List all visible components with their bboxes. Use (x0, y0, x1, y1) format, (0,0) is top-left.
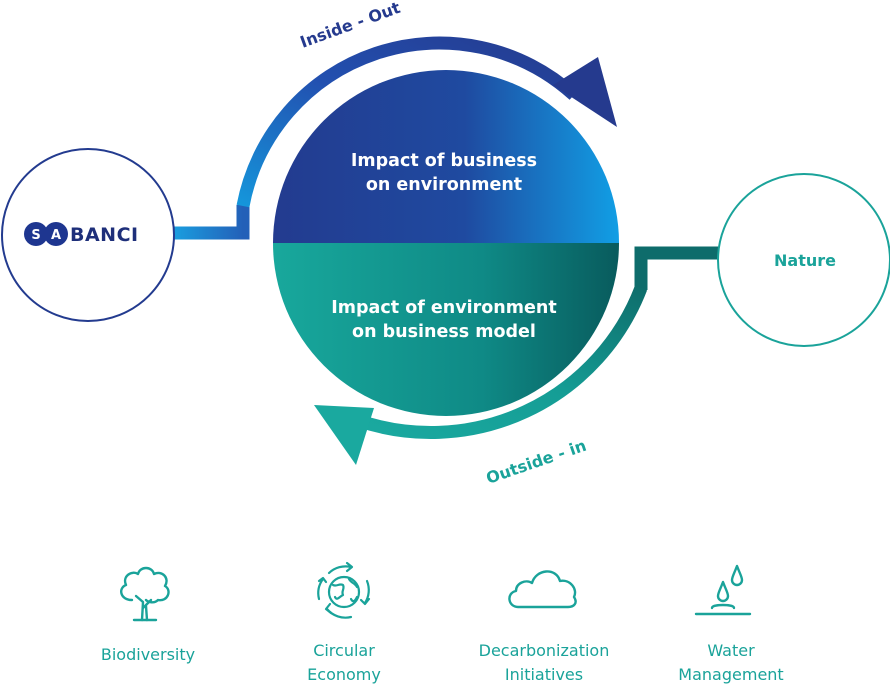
focus-decarbonization: Decarbonization Initiatives (459, 639, 629, 687)
inside-out-arrowhead (553, 57, 617, 127)
outside-in-label: Outside - in (484, 436, 589, 488)
water-drop-icon (694, 564, 752, 616)
svg-text:A: A (51, 228, 61, 243)
svg-text:S: S (31, 228, 40, 243)
inside-out-arrow (236, 36, 579, 208)
outside-in-arrowhead (314, 405, 374, 465)
focus-decarbonization-line1: Decarbonization (478, 641, 610, 660)
focus-circular-economy: Circular Economy (274, 639, 414, 687)
top-half-line2: on environment (366, 175, 522, 195)
company-connector (172, 205, 250, 240)
sabanci-logo: S A BANCI (24, 222, 139, 246)
company-circle (1, 148, 175, 322)
nature-circle (717, 173, 890, 347)
nature-label: Nature (774, 251, 836, 270)
svg-text:BANCI: BANCI (70, 224, 139, 246)
focus-circular-economy-line2: Economy (307, 665, 381, 684)
bottom-half-line1: Impact of environment (331, 298, 556, 318)
tree-icon (120, 566, 170, 622)
focus-water-management-line2: Management (678, 665, 784, 684)
bottom-half-line2: on business model (352, 322, 536, 342)
impact-circle (273, 70, 619, 416)
focus-biodiversity-line1: Biodiversity (100, 645, 196, 664)
recycle-globe-icon (317, 561, 371, 619)
focus-decarbonization-line2: Initiatives (504, 665, 584, 684)
focus-water-management: Water Management (661, 639, 801, 687)
focus-biodiversity: Biodiversity (78, 643, 218, 667)
outside-in-arrow (354, 285, 648, 439)
focus-circular-economy-line1: Circular (313, 641, 375, 660)
nature-connector (634, 246, 718, 290)
top-half-line1: Impact of business (351, 151, 537, 171)
cloud-icon (508, 570, 577, 609)
focus-water-management-line1: Water (707, 641, 755, 660)
